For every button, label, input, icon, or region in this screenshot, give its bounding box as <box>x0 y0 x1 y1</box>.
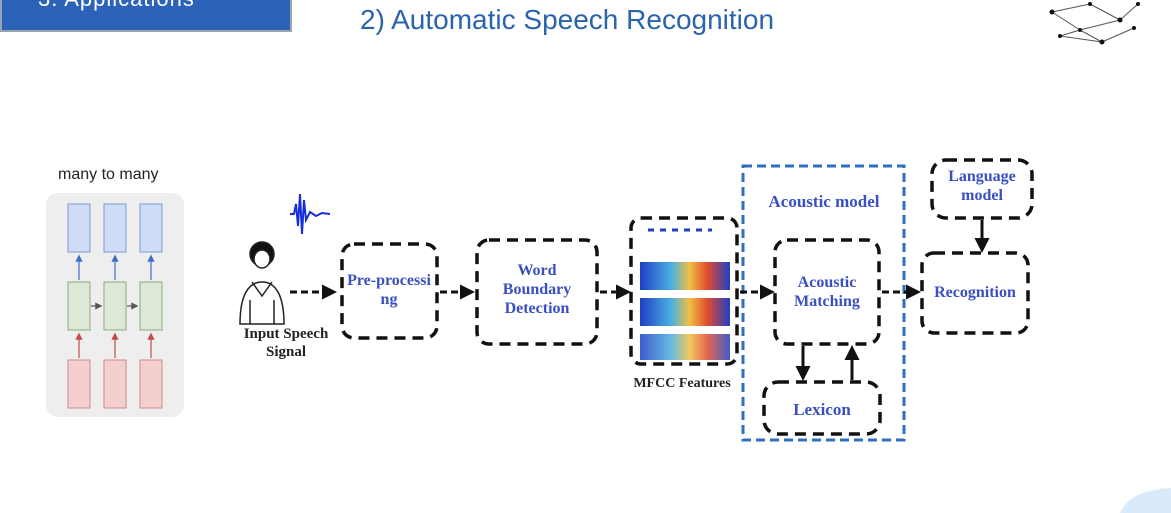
rnn-panel <box>46 193 184 417</box>
mfcc-label: MFCC Features <box>633 376 731 391</box>
section-tab-label: 3. Applications <box>38 0 195 12</box>
input-speech-label: Input Speech Signal <box>243 326 329 360</box>
acoustic-model-title: Acoustic model <box>768 192 880 211</box>
waveform-icon <box>290 193 331 235</box>
language-model-label: Language model <box>948 168 1016 204</box>
mfcc-box <box>629 216 739 366</box>
person-icon <box>239 241 285 325</box>
recognition-label: Recognition <box>934 284 1016 301</box>
preprocessing-label: Pre-processing <box>347 272 431 308</box>
mfcc-spectrograms <box>640 228 730 360</box>
lexicon-label: Lexicon <box>793 400 851 419</box>
acoustic-matching-label: Acoustic Matching <box>794 274 860 310</box>
word-boundary-label: Word Boundary Detection <box>502 262 572 317</box>
rnn-caption: many to many <box>58 166 159 183</box>
slide-title: 2) Automatic Speech Recognition <box>360 4 775 35</box>
section-tab: 3. Applications <box>0 0 292 32</box>
